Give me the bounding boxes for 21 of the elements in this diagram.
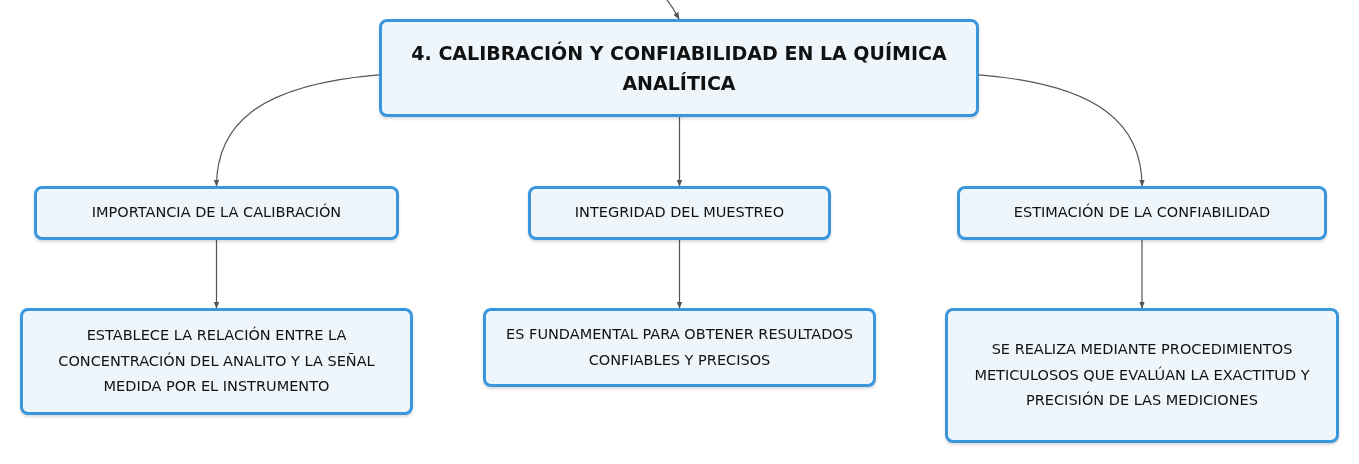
node-text: SE REALIZA MEDIANTE PROCEDIMIENTOS METICULOSOS QUE EVALÚAN LA EXACTITUD Y PRECISIÓN DE LAS MEDICIONES	[973, 340, 1311, 411]
connector-arrow	[676, 239, 683, 309]
subtopic-box	[20, 308, 413, 415]
topic-box	[379, 19, 979, 117]
subtopic-box	[957, 186, 1327, 240]
subtopic-box	[528, 186, 831, 240]
connector-arrow	[676, 116, 683, 187]
connector-arrow	[1139, 239, 1145, 309]
subtopic-box	[945, 308, 1339, 443]
node-text: IMPORTANCIA DE LA CALIBRACIÓN	[90, 202, 343, 223]
node-text: 4. CALIBRACIÓN Y CONFIABILIDAD EN LA QUÍMICA ANALÍTICA	[410, 40, 948, 96]
subtopic-box	[34, 186, 399, 240]
node-text: ES FUNDAMENTAL PARA OBTENER RESULTADOS CONFIABLES Y PRECISOS	[505, 325, 854, 370]
connector-arrow	[214, 74, 380, 187]
connector-arrow	[213, 239, 220, 309]
subtopic-box	[483, 308, 876, 387]
node-text: ESTABLECE LA RELACIÓN ENTRE LA CONCENTRACIÓN DEL ANALITO Y LA SEÑAL MEDIDA POR EL INSTRUMENTO	[57, 325, 376, 397]
connector-arrow	[666, 0, 680, 20]
node-text: INTEGRIDAD DEL MUESTREO	[573, 203, 786, 223]
connector-arrow	[978, 74, 1145, 187]
node-text: ESTIMACIÓN DE LA CONFIABILIDAD	[1012, 202, 1272, 223]
